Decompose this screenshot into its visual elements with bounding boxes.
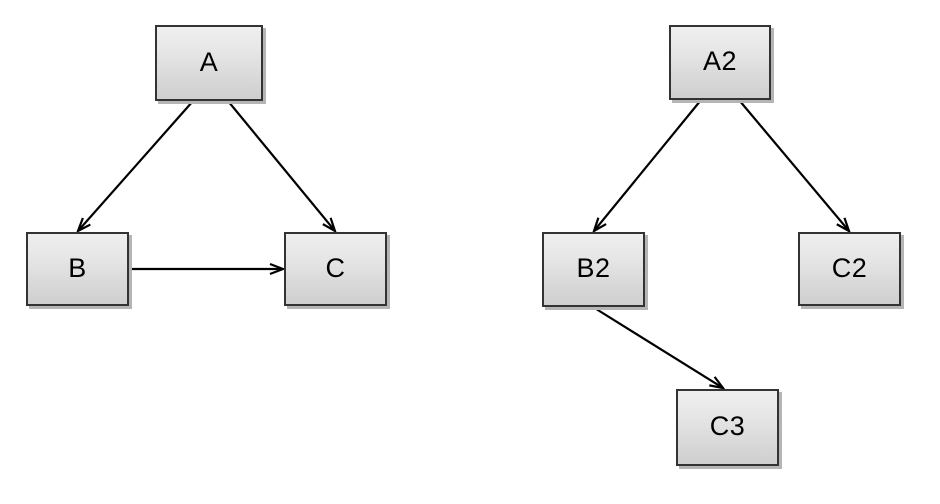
edge-a-b (75, 100, 194, 234)
arrowhead-icon (269, 262, 287, 276)
edge-b-c (130, 262, 287, 276)
arrowhead-icon (836, 217, 851, 234)
node-a-label: A (199, 46, 219, 77)
edge-line (592, 306, 722, 388)
node-a2-label: A2 (702, 46, 738, 76)
arrowhead-icon (75, 217, 91, 234)
edge-a2-b2 (592, 99, 702, 234)
node-b2[interactable]: B2 (542, 232, 645, 307)
node-c2[interactable]: C2 (798, 232, 901, 306)
node-c2-label: C2 (831, 252, 868, 283)
node-b-label: B (68, 252, 87, 283)
node-c[interactable]: C (284, 232, 387, 306)
edge-line (594, 99, 702, 231)
arrowhead-icon (592, 217, 607, 234)
edge-line (738, 99, 849, 231)
node-a[interactable]: A (155, 25, 263, 101)
edge-b2-c3 (592, 306, 726, 390)
edge-a2-c2 (738, 99, 851, 234)
node-c-label: C (325, 252, 346, 283)
edge-a-c (227, 100, 337, 234)
node-c3[interactable]: C3 (676, 389, 779, 466)
node-a2[interactable]: A2 (669, 25, 771, 100)
edge-line (78, 100, 194, 231)
node-b[interactable]: B (26, 232, 129, 306)
arrowhead-icon (322, 217, 337, 234)
edge-line (227, 100, 335, 231)
arrowhead-icon (709, 376, 726, 390)
node-c3-label: C3 (709, 411, 746, 441)
node-b2-label: B2 (576, 253, 611, 283)
